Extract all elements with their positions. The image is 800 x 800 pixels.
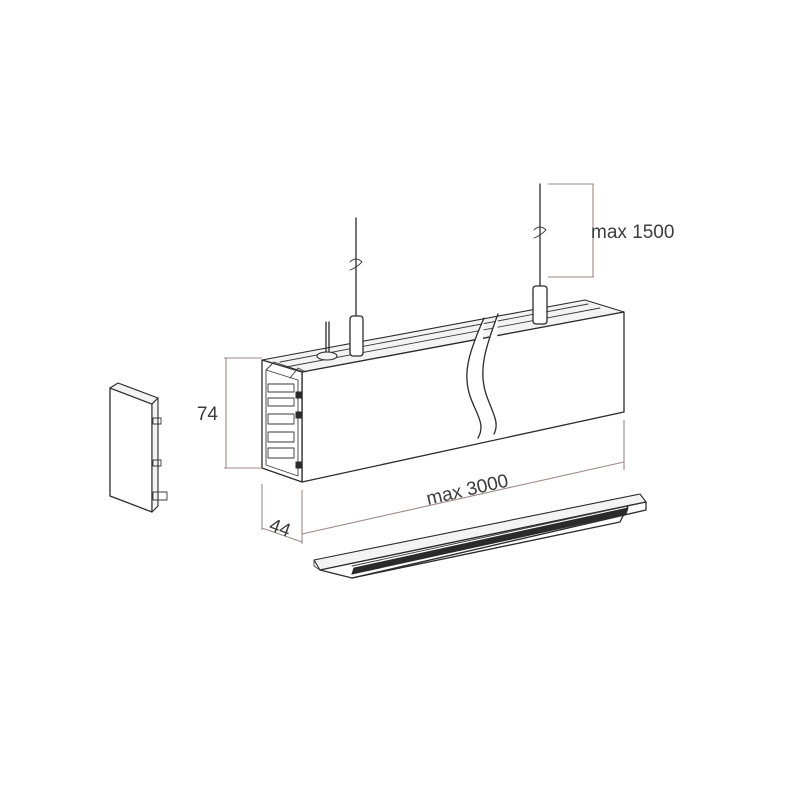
profile-body	[261, 299, 625, 483]
length-label: max 3000	[424, 471, 510, 510]
right-suspension	[532, 183, 548, 325]
suspension-label: max 1500	[591, 222, 674, 243]
height-label: 74	[197, 404, 219, 425]
end-profile	[265, 361, 307, 477]
depth-dimension: 44	[261, 484, 303, 544]
suspension-dimension: max 1500	[548, 183, 674, 278]
end-cap	[109, 382, 168, 513]
diffuser-strip	[313, 493, 647, 579]
height-dimension: 74	[197, 357, 262, 469]
left-suspension	[316, 217, 364, 361]
length-break	[466, 313, 499, 439]
